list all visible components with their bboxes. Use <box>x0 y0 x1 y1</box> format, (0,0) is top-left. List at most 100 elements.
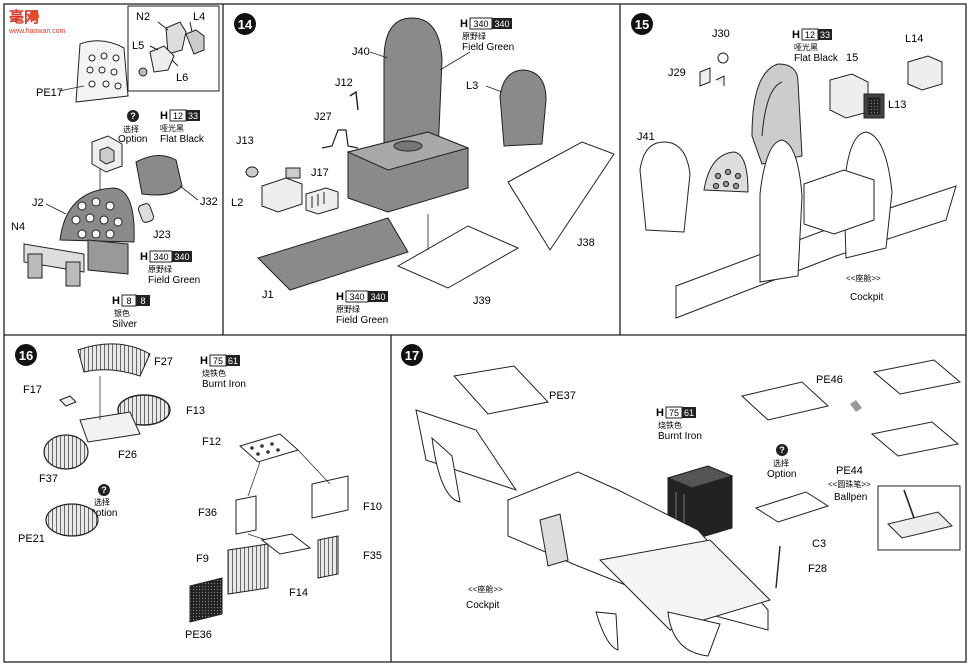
svg-text:H: H <box>656 407 664 419</box>
svg-text:33: 33 <box>188 111 198 121</box>
svg-text:H: H <box>336 291 344 303</box>
part-label-J32: N4 <box>11 221 25 233</box>
part-label-PE17: PE17 <box>36 87 63 99</box>
part-N4-shape <box>135 155 183 196</box>
paint-code-silver: H 8 8 银色 Silver <box>112 294 150 330</box>
panel-borders <box>3 3 967 663</box>
part-J17-shape <box>305 187 339 215</box>
paint-code-field-green-14b: H 340 340 原野绿 Field Green <box>336 290 388 326</box>
part-F36-shape <box>235 495 257 535</box>
svg-text:哑光黑: 哑光黑 <box>160 123 184 133</box>
part-label-F14: F14 <box>289 587 308 599</box>
svg-text:H: H <box>200 355 208 367</box>
part-label-F27: F27 <box>154 356 173 368</box>
part-label-L6: L6 <box>176 72 188 84</box>
option-icon <box>127 110 139 122</box>
part-label-F10: F10 <box>363 501 382 513</box>
step-15: 15 J30 J29 H 12 33 哑光黑 Flat Black 15 L13… <box>631 13 957 319</box>
part-label-J39: J39 <box>473 295 491 307</box>
svg-text:340: 340 <box>153 252 168 262</box>
svg-text:61: 61 <box>228 356 238 366</box>
svg-text:Flat Black: Flat Black <box>160 134 205 145</box>
part-label-L5: L5 <box>132 40 144 52</box>
svg-text:H: H <box>792 29 800 41</box>
svg-text:12: 12 <box>173 111 183 121</box>
step-16: 16 F27 H 75 61 烧铁色 Burnt Iron F13 F17 F2… <box>15 343 382 641</box>
part-label-F26: F26 <box>118 449 137 461</box>
seat-shape <box>751 63 803 165</box>
svg-text:选择: 选择 <box>773 458 789 468</box>
svg-text:Option: Option <box>88 508 117 519</box>
fuselage-section <box>415 409 771 657</box>
option-zh: 选择 <box>123 124 139 134</box>
part-label-PE37: PE37 <box>549 390 576 402</box>
paint-code-flat-black-15: H 12 33 哑光黑 Flat Black <box>792 28 839 64</box>
part-label-PE21: PE21 <box>18 533 45 545</box>
svg-text:原野绿: 原野绿 <box>462 32 486 41</box>
paint-code-burnt-iron-17: H 75 61 烧铁色 Burnt Iron <box>656 406 702 442</box>
part-label-F9: F9 <box>196 553 209 565</box>
bulkhead-L3 <box>499 69 547 147</box>
svg-text:75: 75 <box>669 408 679 418</box>
radiator-F35 <box>317 535 339 579</box>
part-label-F37: F37 <box>39 473 58 485</box>
svg-text:银色: 银色 <box>114 308 130 318</box>
svg-text:?: ? <box>779 445 785 455</box>
watermark-logo-icon <box>29 11 39 21</box>
svg-text:8: 8 <box>126 296 131 306</box>
radiator-F27 <box>77 343 151 377</box>
watermark: 毫网 www.haowan.com <box>8 8 66 35</box>
inset-rudder-pedals <box>138 21 205 77</box>
step-15-number: 15 <box>635 17 649 32</box>
svg-text:12: 12 <box>805 30 815 40</box>
step-14-number: 14 <box>238 17 253 32</box>
part-label-PE44: PE44 <box>836 465 863 477</box>
part-label-J27: J27 <box>314 111 332 123</box>
part-J13-shape <box>245 166 259 178</box>
part-label-15: 15 <box>846 52 858 64</box>
screen-PE21 <box>45 503 99 537</box>
svg-text:340: 340 <box>473 19 488 29</box>
option-plate <box>740 381 830 421</box>
cockpit-zh-17: <<座舱>> <box>468 584 503 594</box>
ballpen-icon <box>903 489 915 519</box>
svg-text:Field Green: Field Green <box>148 275 200 286</box>
step-13: N2 L4 L5 L6 PE17 ? 选择 Option H 12 33 哑光黑 <box>11 5 220 330</box>
part-label-J41: J41 <box>637 131 655 143</box>
part-L2-shape <box>261 167 303 213</box>
step-17-badge <box>401 344 423 366</box>
svg-text:340: 340 <box>370 292 385 302</box>
svg-text:Field Green: Field Green <box>336 315 388 326</box>
part-label-N2: N2 <box>136 11 150 23</box>
option-icon-17 <box>776 444 788 456</box>
cockpit-en-15: Cockpit <box>850 292 884 303</box>
part-label-J17: J17 <box>311 167 329 179</box>
part-label-C3: C3 <box>812 538 826 550</box>
step-17-number: 17 <box>405 348 419 363</box>
part-label-J40: J40 <box>352 46 370 58</box>
svg-text:烧铁色: 烧铁色 <box>202 368 226 378</box>
instrument-panel-J2 <box>59 187 135 243</box>
part-label-J29: J29 <box>668 67 686 79</box>
step-15-badge <box>631 13 653 35</box>
part-label-F12: F12 <box>202 436 221 448</box>
part-label-PE36: PE36 <box>185 629 212 641</box>
svg-text:340: 340 <box>494 19 509 29</box>
part-label-L13: L13 <box>888 99 906 111</box>
part-J30-shape <box>717 52 729 64</box>
part-F17-shape <box>59 395 77 407</box>
cockpit-assembly-15 <box>675 131 957 319</box>
svg-text:340: 340 <box>174 252 189 262</box>
svg-text:Field Green: Field Green <box>462 42 514 53</box>
part-label-J23: J23 <box>153 229 171 241</box>
mesh-icon <box>850 400 862 412</box>
svg-text:75: 75 <box>213 356 223 366</box>
part-label-F13: F13 <box>186 405 205 417</box>
paint-code-field-green-13: H 340 340 原野绿 Field Green <box>140 250 200 286</box>
svg-text:61: 61 <box>684 408 694 418</box>
svg-text:Burnt Iron: Burnt Iron <box>658 431 702 442</box>
bulkhead-J40 <box>383 17 443 159</box>
svg-text:选择: 选择 <box>94 497 110 507</box>
step-17: 17 PE37 H 75 61 烧铁色 Burnt Iron ? 选择 Opti… <box>401 344 962 657</box>
part-F10-shape <box>311 475 349 519</box>
